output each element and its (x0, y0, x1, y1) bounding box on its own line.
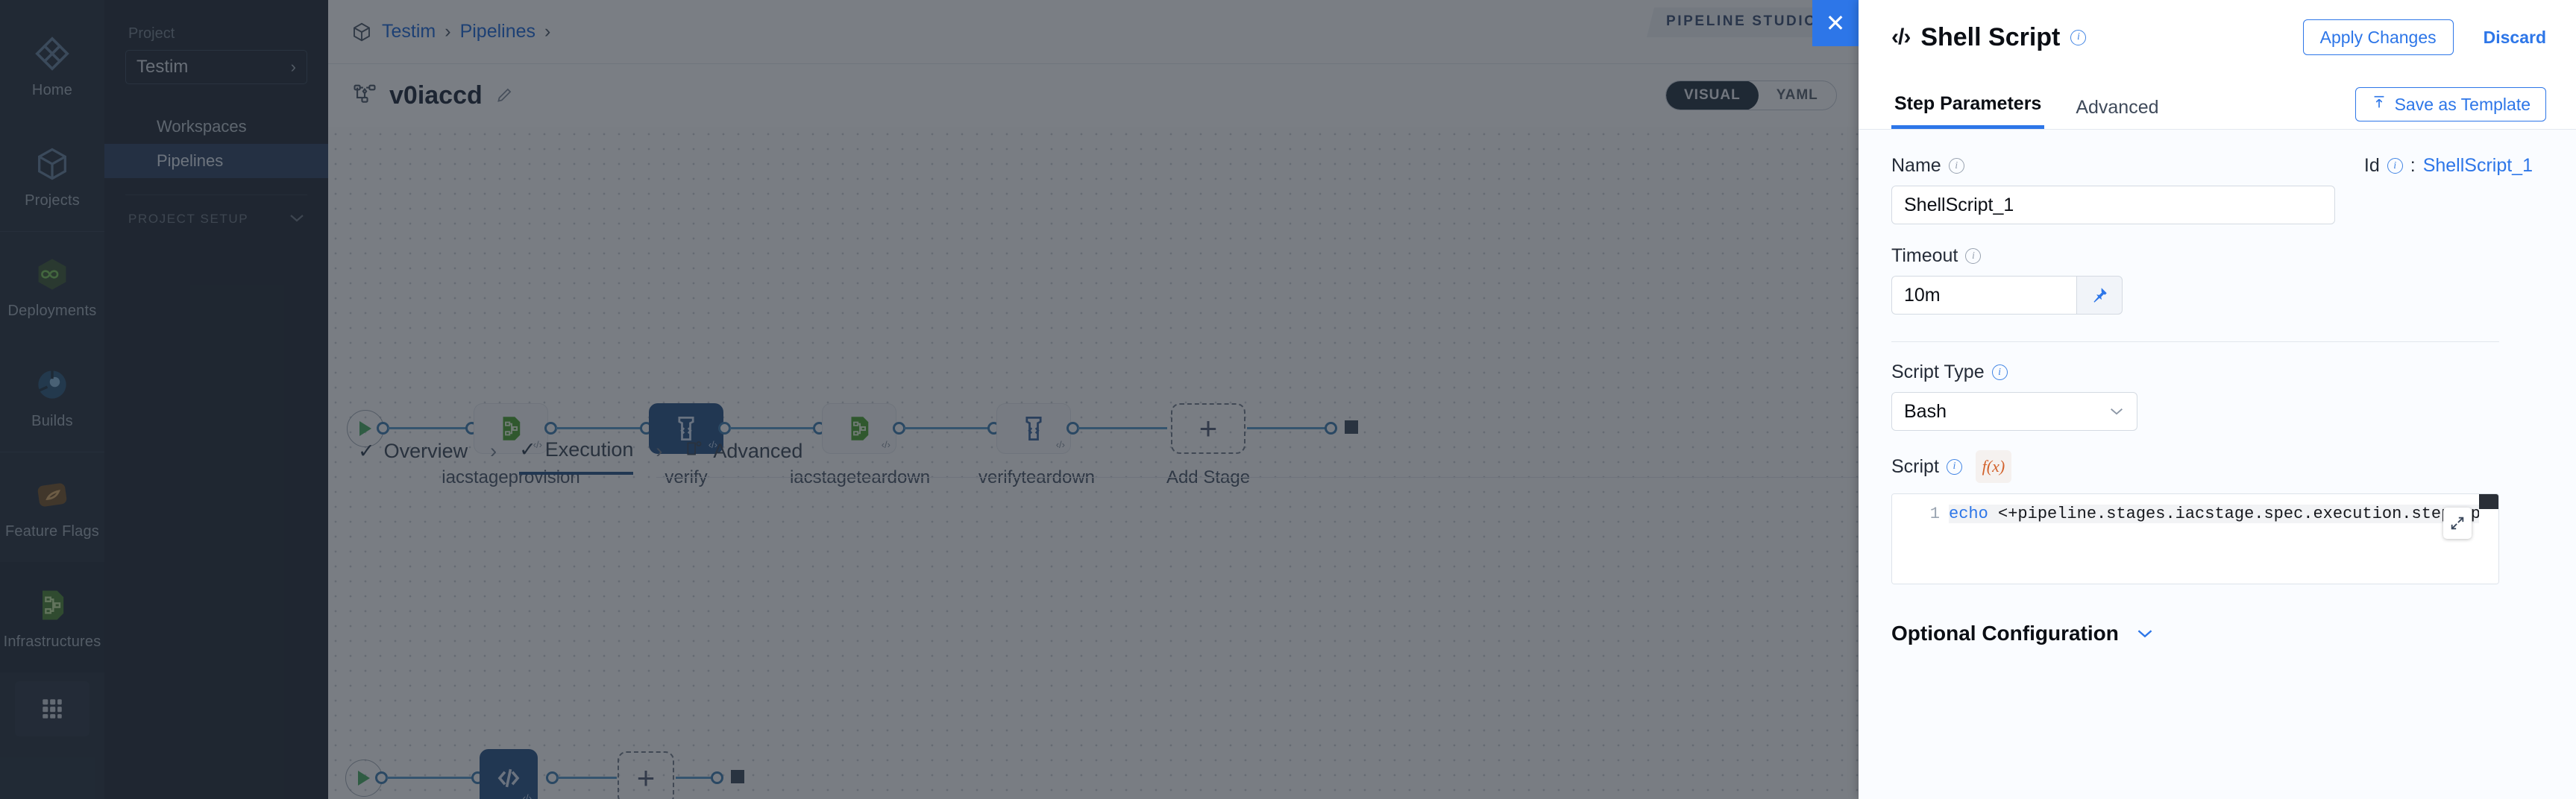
info-icon[interactable]: i (2387, 158, 2403, 174)
step-configuration-drawer: ‹/› Shell Script i Apply Changes Discard… (1859, 0, 2576, 799)
tab-step-parameters[interactable]: Step Parameters (1891, 93, 2045, 129)
timeout-label-group: Timeout i (1891, 245, 2543, 267)
script-editor[interactable]: 1 echo <+pipeline.stages.iacstage.spec.e… (1891, 493, 2499, 584)
close-icon[interactable]: ✕ (1812, 0, 1859, 46)
expand-icon[interactable] (2443, 508, 2472, 539)
editor-scrollbar-track[interactable] (2479, 509, 2498, 584)
name-input[interactable]: ShellScript_1 (1891, 186, 2335, 224)
name-id-row: Name i Id i : ShellScript_1 (1891, 155, 2533, 177)
id-value: ShellScript_1 (2422, 155, 2533, 176)
info-icon[interactable]: i (1965, 248, 1982, 264)
drawer-title: Shell Script (1920, 22, 2061, 51)
info-icon[interactable]: i (2070, 29, 2087, 45)
timeout-label: Timeout (1891, 245, 1958, 266)
script-type-label: Script Type (1891, 361, 1985, 382)
discard-button[interactable]: Discard (2483, 27, 2546, 47)
drawer-tabs: Step Parameters Advanced Save as Templat… (1859, 75, 2576, 130)
id-label: Id (2363, 155, 2380, 176)
shell-script-icon: ‹/› (1891, 25, 1911, 49)
drawer-header: ‹/› Shell Script i Apply Changes Discard (1859, 0, 2576, 75)
save-as-template-label: Save as Template (2394, 94, 2531, 114)
optional-configuration-label: Optional Configuration (1891, 622, 2119, 645)
name-label-group: Name i (1891, 155, 1964, 177)
code-keyword: echo (1949, 505, 1988, 523)
editor-scrollbar-thumb[interactable] (2479, 494, 2498, 509)
optional-configuration-toggle[interactable]: Optional Configuration (1891, 622, 2543, 645)
chevron-down-icon (2108, 403, 2125, 420)
save-as-template-button[interactable]: Save as Template (2354, 87, 2546, 121)
script-type-label-group: Script Type i (1891, 361, 2543, 383)
script-type-select[interactable]: Bash (1891, 392, 2137, 431)
script-label-group: Script i (1891, 456, 1962, 478)
timeout-input-value: 10m (1904, 284, 1941, 306)
info-icon[interactable]: i (1948, 158, 1964, 174)
id-display: Id i : ShellScript_1 (2364, 155, 2533, 177)
timeout-field: 10m (1891, 276, 2123, 315)
apply-changes-button[interactable]: Apply Changes (2302, 19, 2454, 55)
script-label-row: Script i f(x) (1891, 450, 2543, 483)
fx-expression-button[interactable]: f(x) (1975, 450, 2011, 483)
pin-icon[interactable] (2076, 276, 2123, 315)
tab-drawer-advanced[interactable]: Advanced (2076, 97, 2159, 118)
script-type-value: Bash (1904, 400, 1947, 422)
name-input-value: ShellScript_1 (1904, 194, 2014, 215)
timeout-input[interactable]: 10m (1891, 276, 2076, 315)
id-separator: : (2410, 155, 2416, 176)
info-icon[interactable]: i (1991, 364, 2008, 380)
info-icon[interactable]: i (1946, 458, 1962, 475)
editor-gutter: 1 (1892, 494, 1949, 584)
script-label: Script (1891, 455, 1939, 477)
upload-template-icon (2371, 94, 2387, 115)
section-divider (1891, 341, 2499, 342)
drawer-body: Name i Id i : ShellScript_1 ShellScript_… (1859, 130, 2576, 799)
chevron-down-icon (2135, 623, 2155, 644)
editor-code[interactable]: echo <+pipeline.stages.iacstage.spec.exe… (1949, 494, 2498, 584)
name-label: Name (1891, 155, 1941, 176)
code-rest: <+pipeline.stages.iacstage.spec.executio… (1988, 505, 2498, 523)
